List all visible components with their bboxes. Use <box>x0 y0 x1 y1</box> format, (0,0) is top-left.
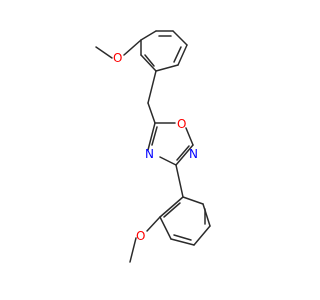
bottom-aryl-ring <box>159 196 211 246</box>
atom-n-2: N <box>189 147 198 161</box>
bond-ch2-oxadiazole <box>147 102 156 124</box>
atom-o-bottom-methoxy: O <box>136 229 145 243</box>
bond-oxadiazole-aryl <box>175 164 184 198</box>
structure-diagram: O O N N O <box>95 30 211 263</box>
atom-o-ring: O <box>177 117 186 131</box>
bond-bottom-o-ring <box>146 216 161 232</box>
top-aryl-ring <box>140 30 188 72</box>
molecule-canvas: O O N N O <box>95 30 211 263</box>
bond-ring-ch2 <box>147 70 157 104</box>
bond-bottom-o-methyl <box>129 237 137 263</box>
bond-top-o-ring <box>123 39 142 56</box>
atom-n-4: N <box>145 147 154 161</box>
oxadiazole-ring <box>147 122 194 166</box>
atom-o-top-methoxy: O <box>113 51 122 65</box>
bond-top-o-methyl <box>95 46 113 59</box>
